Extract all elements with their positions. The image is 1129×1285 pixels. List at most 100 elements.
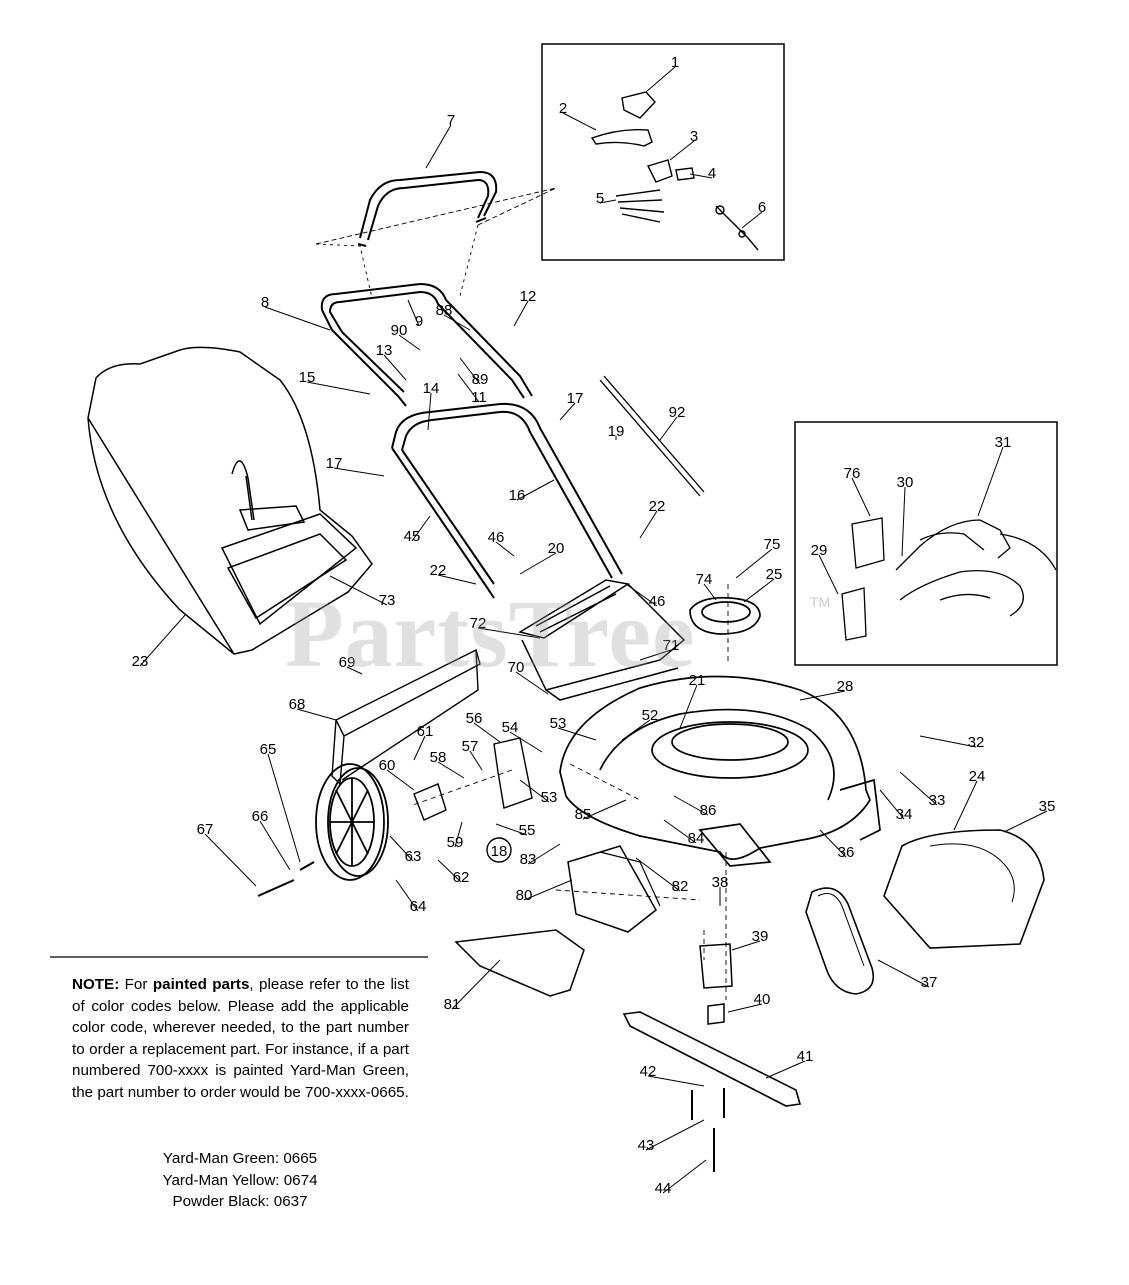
callout-61: 61 bbox=[417, 723, 434, 740]
callout-leader bbox=[799, 690, 846, 701]
callout-29: 29 bbox=[811, 542, 828, 559]
callout-70: 70 bbox=[508, 659, 525, 676]
upper-handle bbox=[357, 170, 498, 247]
callout-leader bbox=[459, 357, 481, 385]
callout-leader bbox=[662, 1159, 707, 1194]
callout-leader bbox=[765, 1060, 806, 1079]
inset-box-rear-door bbox=[794, 421, 1058, 666]
callout-84: 84 bbox=[688, 830, 705, 847]
rod bbox=[599, 375, 705, 497]
callout-leader bbox=[495, 823, 528, 836]
callout-leader bbox=[139, 613, 187, 667]
callout-13: 13 bbox=[376, 342, 393, 359]
callout-67: 67 bbox=[197, 821, 214, 838]
callout-leader bbox=[659, 416, 678, 441]
callout-28: 28 bbox=[837, 678, 854, 695]
callout-leader bbox=[727, 1003, 763, 1013]
callout-leader bbox=[977, 446, 1004, 517]
callout-leader bbox=[735, 548, 773, 579]
callout-leader bbox=[635, 857, 681, 892]
callout-leader bbox=[515, 671, 549, 695]
callout-72: 72 bbox=[470, 615, 487, 632]
callout-6: 6 bbox=[758, 199, 766, 216]
callout-leader bbox=[437, 761, 465, 779]
callout-7: 7 bbox=[447, 112, 455, 129]
callout-leader bbox=[407, 299, 420, 327]
callout-leader bbox=[267, 753, 301, 863]
callout-1: 1 bbox=[671, 54, 679, 71]
callout-2: 2 bbox=[559, 100, 567, 117]
callout-85: 85 bbox=[575, 806, 592, 823]
callout-11: 11 bbox=[471, 389, 487, 406]
callout-leader bbox=[645, 1119, 705, 1151]
callout-58: 58 bbox=[430, 749, 447, 766]
callout-leader bbox=[473, 722, 501, 743]
callout-leader bbox=[427, 392, 432, 431]
callout-53: 53 bbox=[550, 715, 567, 732]
callout-leader bbox=[259, 820, 291, 871]
chute-assembly bbox=[518, 579, 686, 701]
color-code-list: Yard-Man Green: 0665 Yard-Man Yellow: 06… bbox=[110, 1148, 370, 1213]
callout-leader bbox=[639, 649, 672, 661]
callout-38: 38 bbox=[712, 874, 729, 891]
callout-leader bbox=[527, 843, 561, 865]
callout-32: 32 bbox=[968, 734, 985, 751]
callout-leader bbox=[625, 583, 658, 607]
leader-upper-handle bbox=[315, 187, 557, 245]
callout-leader bbox=[425, 124, 452, 169]
callout-57: 57 bbox=[462, 738, 479, 755]
callout-leader bbox=[395, 879, 419, 912]
trademark-mark: TM bbox=[810, 594, 831, 610]
callout-43: 43 bbox=[638, 1137, 655, 1154]
callout-leader bbox=[639, 510, 658, 539]
callout-22: 22 bbox=[649, 498, 666, 515]
note-lead: NOTE: bbox=[72, 976, 120, 993]
callout-25: 25 bbox=[766, 566, 783, 583]
painted-parts-note: NOTE: For painted parts, please refer to… bbox=[72, 974, 409, 1104]
blade bbox=[622, 1011, 802, 1107]
wheel-bolt bbox=[257, 861, 315, 897]
callout-53: 53 bbox=[541, 789, 558, 806]
lower-handle bbox=[391, 402, 623, 599]
callout-34: 34 bbox=[896, 806, 913, 823]
callout-80: 80 bbox=[516, 887, 533, 904]
callout-leader bbox=[443, 314, 471, 331]
wheel bbox=[315, 763, 389, 881]
callout-73: 73 bbox=[379, 592, 396, 609]
height-bracket bbox=[493, 737, 533, 809]
note-bold: painted parts bbox=[152, 976, 250, 993]
callout-leader bbox=[477, 627, 541, 639]
callout-leader bbox=[818, 554, 839, 595]
callout-15: 15 bbox=[299, 369, 316, 386]
callout-4: 4 bbox=[708, 165, 716, 182]
callout-68: 68 bbox=[289, 696, 306, 713]
control-bracket-parts bbox=[590, 91, 759, 251]
callout-5: 5 bbox=[596, 190, 604, 207]
callout-74: 74 bbox=[696, 571, 713, 588]
callout-59: 59 bbox=[447, 834, 464, 851]
callout-leader bbox=[679, 684, 698, 729]
blade-bolts bbox=[691, 1088, 725, 1172]
mid-handle bbox=[320, 282, 533, 407]
callout-75: 75 bbox=[764, 536, 781, 553]
callout-16: 16 bbox=[509, 487, 526, 504]
callout-leader bbox=[329, 575, 388, 606]
callout-leader bbox=[509, 731, 543, 753]
pulley bbox=[699, 943, 733, 989]
callout-leader bbox=[879, 789, 905, 820]
callout-40: 40 bbox=[754, 991, 771, 1008]
color-code: Yard-Man Green: 0665 bbox=[162, 1150, 318, 1167]
callout-35: 35 bbox=[1039, 798, 1056, 815]
callout-76: 76 bbox=[844, 465, 861, 482]
callout-54: 54 bbox=[502, 719, 519, 736]
watermark: PartsTree bbox=[285, 580, 696, 687]
callout-24: 24 bbox=[969, 768, 986, 785]
callout-23: 23 bbox=[132, 653, 149, 670]
callout-leader bbox=[559, 402, 576, 421]
callout-leader bbox=[851, 477, 871, 517]
callout-leader bbox=[437, 859, 462, 883]
color-code: Yard-Man Yellow: 0674 bbox=[162, 1171, 318, 1189]
callout-leader bbox=[516, 479, 555, 501]
callout-17: 17 bbox=[567, 390, 584, 407]
